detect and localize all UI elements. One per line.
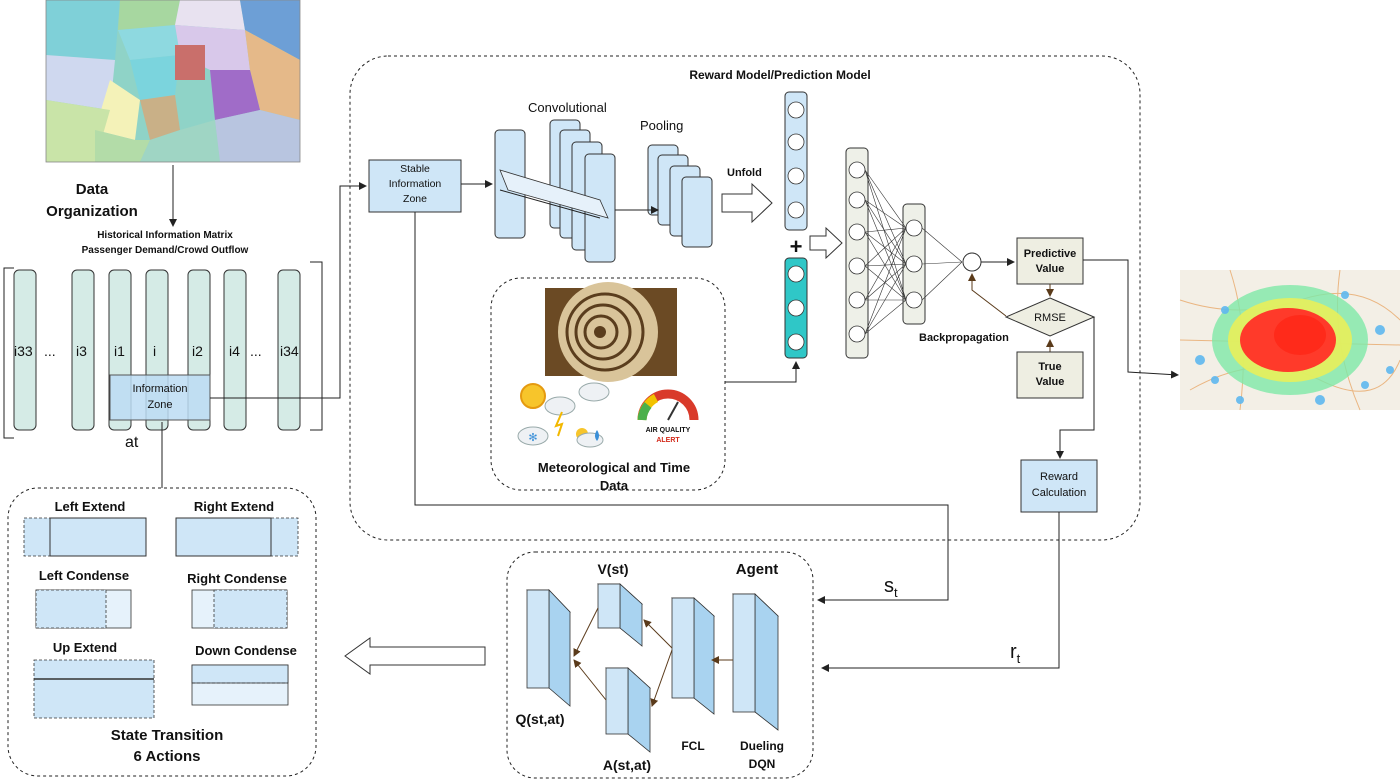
right-extend-label: Right Extend — [194, 499, 274, 514]
true-value-box — [1016, 351, 1084, 399]
right-extend-shape — [175, 517, 299, 557]
up-extend-shape — [33, 659, 155, 719]
backprop-arrow — [968, 273, 1007, 317]
prediction-heat-map — [1179, 269, 1400, 411]
flattened-vector — [784, 91, 808, 231]
convolutional-label: Convolutional — [528, 100, 607, 115]
matrix-left-bracket — [3, 267, 14, 439]
fc-connections — [864, 169, 963, 335]
matrix-column — [71, 269, 95, 431]
svg-text:✻: ✻ — [528, 432, 537, 444]
fcl-layer — [670, 597, 716, 715]
weather-icons: ✻ — [517, 382, 610, 448]
information-zone — [109, 374, 211, 421]
stable-information-zone — [368, 159, 462, 213]
pooling-label: Pooling — [640, 118, 683, 133]
actions-container — [7, 487, 317, 777]
advantage-label: A(st,at) — [603, 757, 651, 773]
column-label: i2 — [192, 343, 203, 359]
meteo-nodes — [787, 265, 805, 351]
unfold-arrow — [721, 182, 773, 224]
column-label: i3 — [76, 343, 87, 359]
backpropagation-label: Backpropagation — [919, 332, 1009, 344]
left-extend-shape — [23, 517, 147, 557]
q-function-label: Q(st,at) — [516, 711, 565, 727]
matrix-column-labels: i33 ... i3 i1 i i2 i4 ... i34 — [14, 343, 299, 359]
unfold-label: Unfold — [727, 167, 762, 179]
prediction-to-heatmap-arrow — [1083, 259, 1179, 379]
rmse-label: RMSE — [1034, 312, 1066, 324]
a-layer — [604, 667, 652, 753]
value-stream-label: V(st) — [597, 561, 628, 577]
q-layer — [526, 589, 571, 707]
v-layer — [596, 583, 644, 647]
fc-nodes — [848, 161, 923, 343]
reward-arrow-path — [821, 512, 1060, 672]
reward-calculation-box — [1020, 459, 1098, 513]
pooling-layers — [647, 144, 713, 248]
matrix-subtitle: Passenger Demand/Crowd Outflow — [82, 245, 249, 256]
predictive-value-box — [1016, 237, 1084, 285]
rmse-to-reward-arrow — [1056, 317, 1095, 459]
column-label: ... — [250, 343, 262, 359]
action-label: at — [125, 434, 139, 451]
down-condense-label: Down Condense — [195, 643, 297, 658]
matrix-column — [277, 269, 301, 431]
agent-container — [506, 551, 814, 779]
column-label: ... — [44, 343, 56, 359]
down-condense-shape — [191, 664, 289, 706]
column-label: i4 — [229, 343, 240, 359]
agent-arrows — [573, 607, 733, 707]
up-extend-label: Up Extend — [53, 640, 117, 655]
rmse-diamond — [1004, 297, 1096, 337]
meteo-container — [490, 277, 726, 491]
fcl-label: FCL — [681, 739, 704, 753]
right-condense-label: Right Condense — [187, 571, 287, 586]
matrix-column — [13, 269, 37, 431]
dueling-dqn-layer — [732, 593, 779, 731]
right-condense-shape — [191, 589, 288, 629]
matrix-right-bracket — [310, 261, 323, 431]
reward-model-title: Reward Model/Prediction Model — [689, 68, 870, 82]
spiral-clock-image — [545, 282, 677, 382]
concat-arrow — [809, 226, 843, 260]
column-label: i — [153, 343, 156, 359]
column-label: i1 — [114, 343, 125, 359]
left-condense-shape — [35, 589, 132, 629]
state-arrow-path — [414, 212, 949, 604]
column-label: i33 — [14, 343, 33, 359]
matrix-title: Historical Information Matrix — [97, 230, 233, 241]
agent-title: Agent — [736, 561, 779, 578]
flattened-nodes — [787, 101, 805, 219]
conv-kernel — [499, 169, 609, 219]
concat-plus: + — [790, 234, 803, 259]
matrix-column — [223, 269, 247, 431]
matrix-to-stable-arrow — [210, 182, 367, 399]
column-label: i34 — [280, 343, 299, 359]
city-zone-map — [45, 0, 301, 163]
state-label: st — [884, 575, 898, 600]
reward-label: rt — [1010, 641, 1021, 666]
agent-to-actions-arrow — [344, 637, 486, 675]
left-condense-label: Left Condense — [39, 568, 129, 583]
reward-model-container — [349, 55, 1141, 541]
left-extend-label: Left Extend — [55, 499, 126, 514]
output-node — [962, 252, 982, 272]
meteo-to-vector-arrow — [725, 361, 800, 383]
